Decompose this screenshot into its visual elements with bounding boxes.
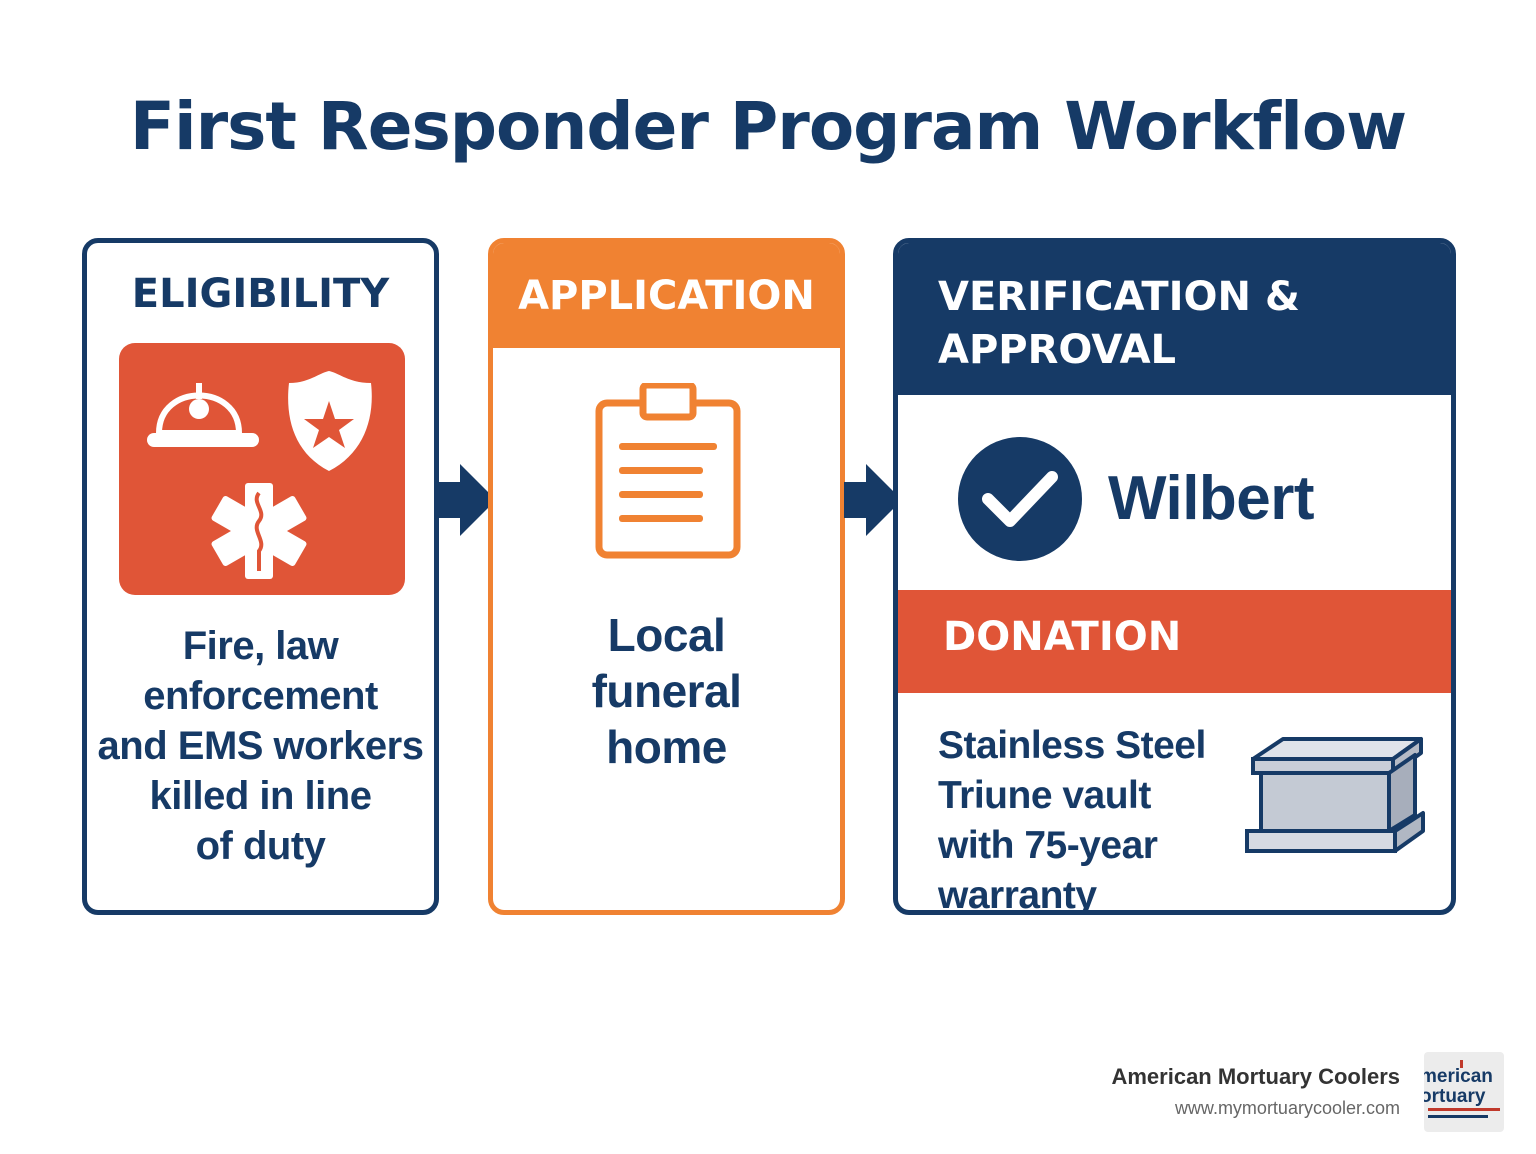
description-line: with 75-year	[938, 824, 1158, 867]
eligibility-card: ELIGIBILITY Fire, law enforcement and	[82, 238, 439, 915]
verification-card: VERIFICATION & APPROVAL Wilbert DONATION…	[893, 238, 1456, 915]
description-line: Stainless Steel	[938, 724, 1206, 767]
description-line: Local	[607, 609, 726, 661]
logo-word: ortuary	[1424, 1086, 1486, 1107]
police-badge-icon	[288, 371, 372, 471]
company-logo-mark: merican ortuary	[1424, 1060, 1500, 1118]
application-heading: APPLICATION	[493, 243, 840, 348]
eligibility-heading: ELIGIBILITY	[131, 271, 390, 317]
description-line: Triune vault	[938, 774, 1151, 817]
heading-line: APPROVAL	[938, 327, 1177, 373]
description-line: of duty	[195, 824, 326, 868]
donation-description: Stainless Steel Triune vault with 75-yea…	[938, 721, 1238, 915]
description-line: and EMS workers	[97, 724, 424, 768]
description-line: Fire, law	[182, 624, 339, 668]
description-line: home	[606, 721, 727, 773]
arrow-right-icon	[438, 464, 496, 536]
page-title: First Responder Program Workflow	[129, 88, 1407, 165]
company-name: American Mortuary Coolers	[1111, 1064, 1400, 1089]
company-logo: merican ortuary	[1424, 1052, 1504, 1132]
description-line: warranty	[938, 874, 1097, 915]
application-description: Local funeral home	[493, 607, 840, 775]
verification-heading: VERIFICATION & APPROVAL	[898, 243, 1451, 395]
arrow-right-icon	[844, 464, 902, 536]
firefighter-helmet-icon	[147, 383, 259, 447]
description-line: funeral	[591, 665, 742, 717]
heading-line: VERIFICATION &	[938, 274, 1300, 320]
burial-vault-icon	[1245, 737, 1425, 853]
application-card: APPLICATION Local funeral home	[488, 238, 845, 915]
responder-icons-tile	[119, 343, 405, 595]
star-of-life-icon	[211, 483, 307, 579]
description-line: enforcement	[143, 674, 378, 718]
eligibility-description: Fire, law enforcement and EMS workers ki…	[87, 621, 434, 871]
brand-name: Wilbert	[1108, 464, 1315, 533]
logo-word: merican	[1424, 1066, 1493, 1087]
company-url: www.mymortuarycooler.com	[1174, 1098, 1400, 1118]
checkmark-icon	[958, 437, 1082, 561]
description-line: killed in line	[149, 774, 372, 818]
donation-heading: DONATION	[898, 590, 1451, 693]
clipboard-icon	[595, 383, 741, 559]
